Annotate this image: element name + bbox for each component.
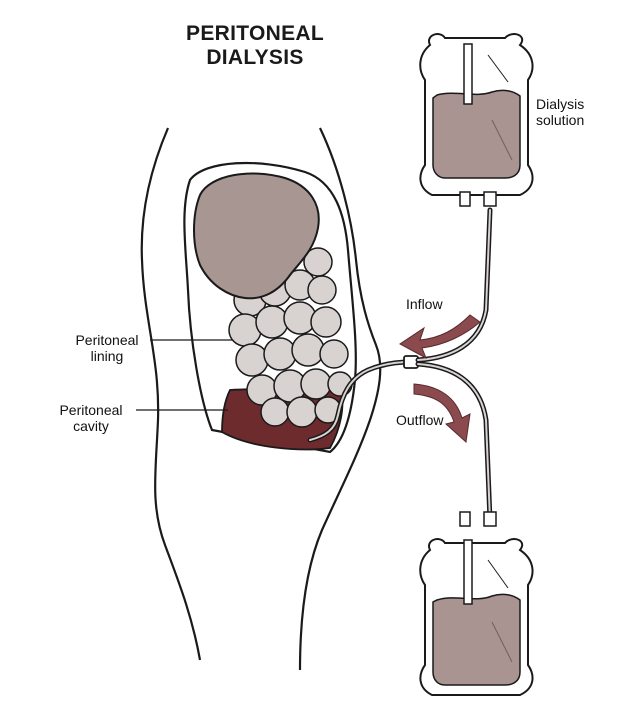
y-connector [403,355,419,369]
label-dialysis-solution-line2: solution [536,112,585,128]
body-silhouette [140,127,382,671]
label-peritoneal-cavity-line1: Peritoneal [59,402,123,418]
label-peritoneal-cavity: Peritoneal cavity [48,402,134,434]
label-peritoneal-lining-line1: Peritoneal [75,332,139,348]
label-dialysis-solution-line1: Dialysis [536,96,585,112]
label-peritoneal-lining: Peritoneal lining [64,332,150,364]
label-peritoneal-lining-line2: lining [90,348,124,364]
title-line-2: DIALYSIS [206,46,304,69]
label-dialysis-solution: Dialysis solution [536,96,584,128]
drain-bag [419,511,534,696]
title-line-1: PERITONEAL [186,22,324,45]
upper-organ [193,172,320,300]
leader-lines [136,339,232,411]
outflow-arrow [413,383,471,443]
label-outflow: Outflow [396,412,444,428]
label-inflow: Inflow [406,296,443,312]
dialysis-solution-bag [419,33,534,207]
inflow-arrow [399,314,481,360]
label-peritoneal-cavity-line2: cavity [73,418,109,434]
